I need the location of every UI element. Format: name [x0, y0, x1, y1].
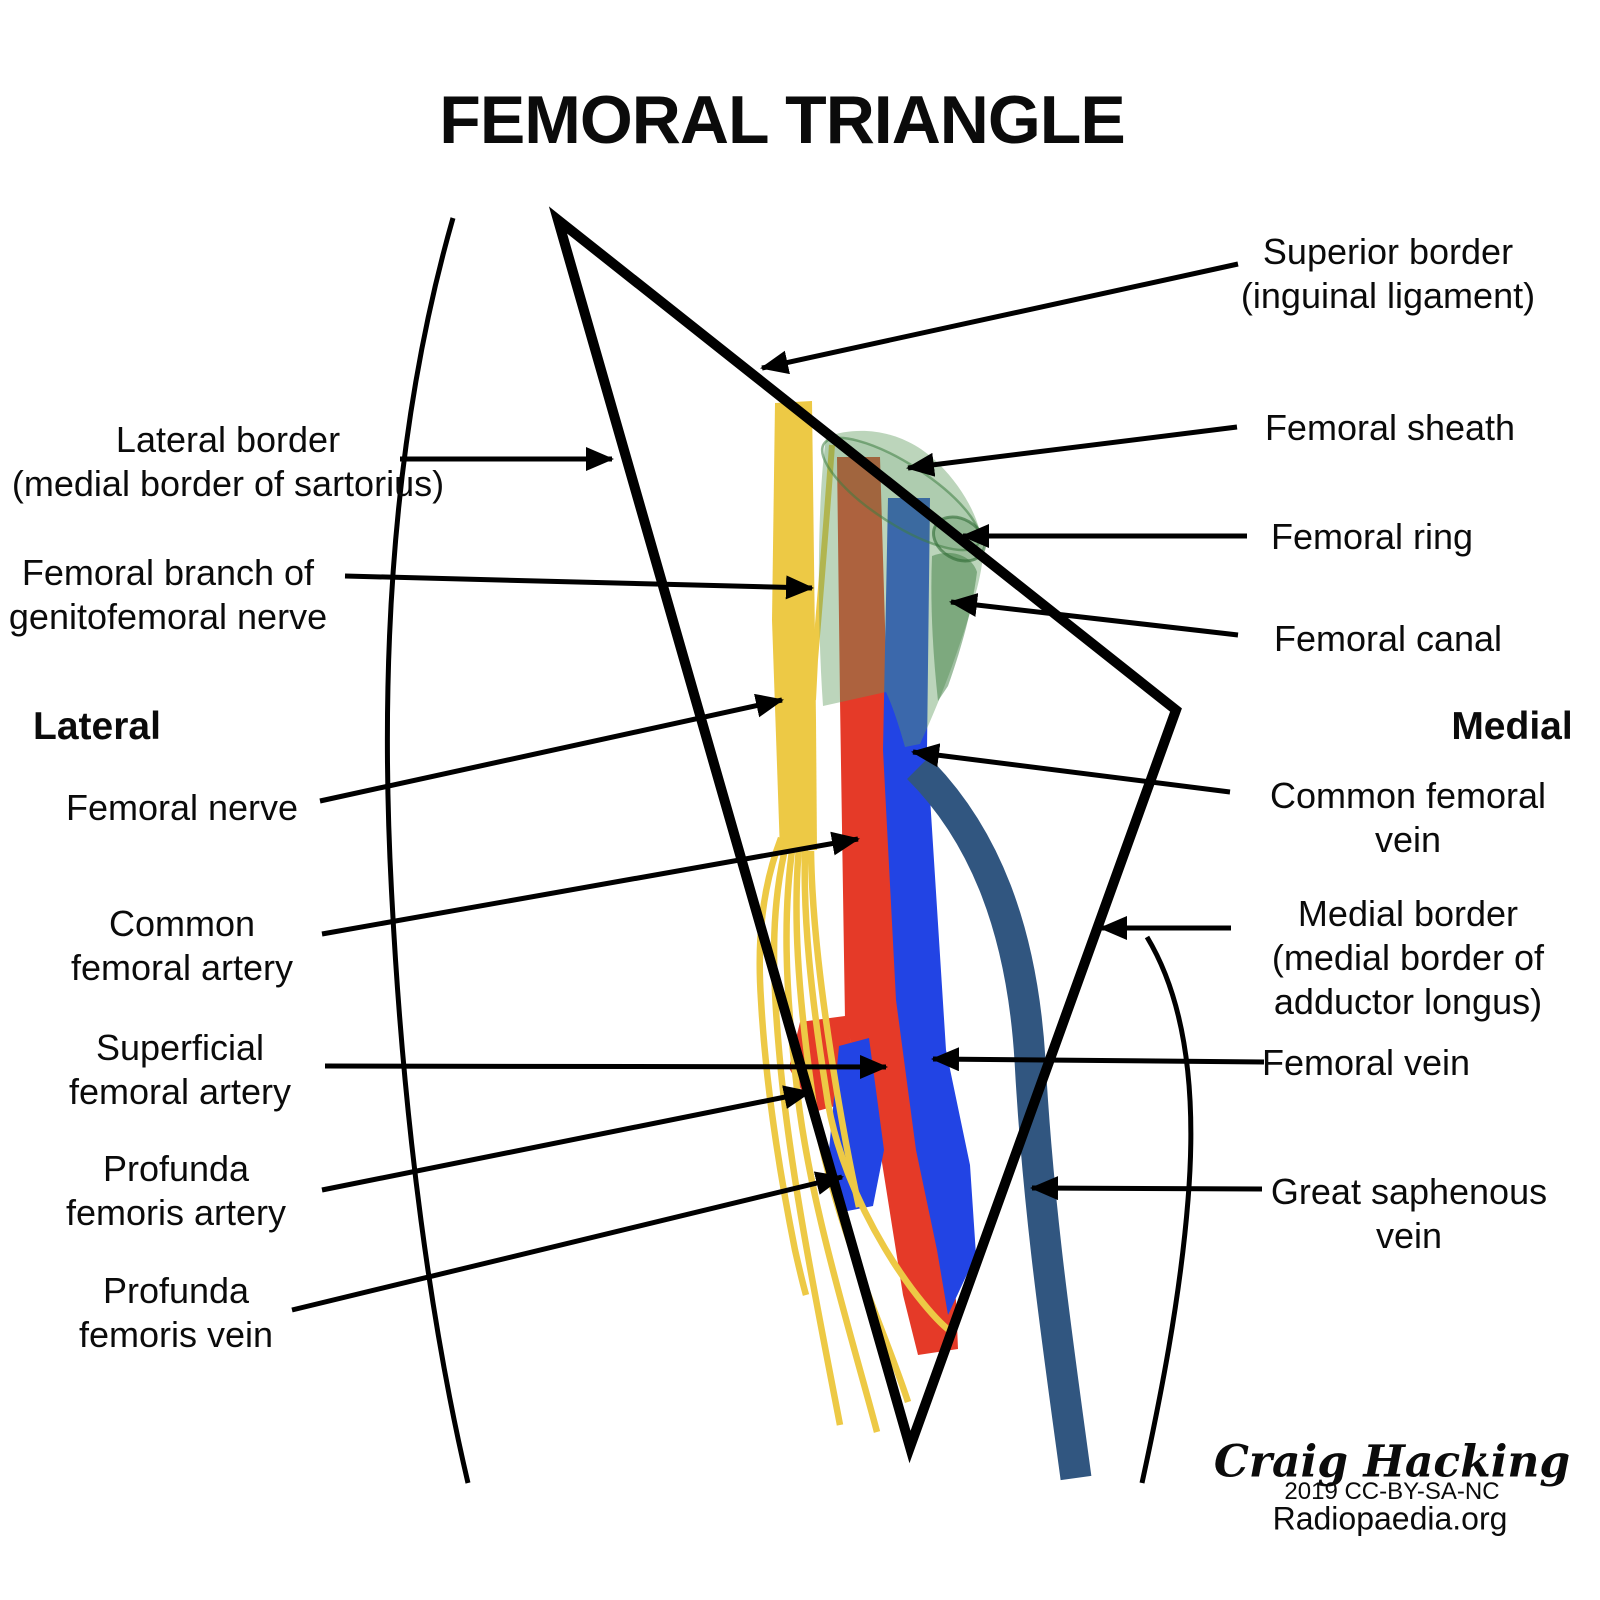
label-superficial-femoral-artery: Superficial femoral artery: [69, 1026, 291, 1114]
label-common-femoral-vein: Common femoral vein: [1270, 774, 1546, 862]
label-line: Profunda: [102, 1148, 250, 1189]
leader-femoral-canal: [949, 593, 1239, 638]
label-line: Femoral vein: [1261, 1042, 1471, 1083]
leader-common-femoral-artery: [321, 831, 860, 937]
label-line: Medial border: [1297, 893, 1519, 934]
label-line: Femoral nerve: [65, 787, 299, 828]
label-lateral-border: Lateral border (medial border of sartori…: [12, 418, 444, 506]
label-femoral-sheath: Femoral sheath: [1265, 406, 1515, 450]
label-line: vein: [1374, 819, 1442, 860]
label-medial-border: Medial border (medial border of adductor…: [1272, 892, 1544, 1024]
label-profunda-femoris-artery: Profunda femoris artery: [66, 1147, 286, 1235]
femoral-sheath-group: [818, 430, 986, 747]
label-line: Femoral branch of: [21, 552, 315, 593]
label-great-saphenous-vein: Great saphenous vein: [1271, 1170, 1547, 1258]
label-line: Superficial: [95, 1027, 265, 1068]
label-line: (inguinal ligament): [1240, 275, 1536, 316]
author-signature: Craig Hacking: [1213, 1436, 1571, 1488]
label-genitofemoral-branch: Femoral branch of genitofemoral nerve: [9, 551, 327, 639]
label-profunda-femoris-vein: Profunda femoris vein: [79, 1269, 273, 1357]
label-line: adductor longus): [1273, 981, 1543, 1022]
label-line: Femoral canal: [1273, 618, 1503, 659]
nerve-branch: [770, 840, 844, 1426]
label-line: Femoral sheath: [1264, 407, 1516, 448]
label-superior-border: Superior border (inguinal ligament): [1241, 230, 1535, 318]
label-femoral-canal: Femoral canal: [1274, 617, 1502, 661]
nerve-branch: [801, 848, 955, 1336]
label-line: Superior border: [1262, 231, 1514, 272]
leader-femoral-vein: [931, 1047, 1265, 1072]
femoral-nerve-band: [772, 401, 817, 852]
site-text: Radiopaedia.org: [1272, 1500, 1508, 1537]
label-line: femoral artery: [68, 1071, 292, 1112]
triangle-outline: [548, 206, 1182, 1464]
leader-great-saphenous-vein: [1030, 1176, 1263, 1201]
side-label-medial: Medial: [1451, 705, 1573, 748]
femoral-vein-band: [883, 498, 976, 1315]
leader-superficial-femoral-artery: [324, 1054, 888, 1079]
leader-lines: [291, 261, 1265, 1313]
leader-genitofemoral-branch: [344, 573, 814, 600]
label-line: femoris vein: [78, 1314, 274, 1355]
leader-profunda-femoris-artery: [321, 1085, 812, 1193]
thigh-outline-left: [384, 217, 471, 1484]
leader-superior-border: [760, 261, 1239, 375]
side-label-lateral: Lateral: [33, 705, 161, 748]
leader-profunda-femoris-vein: [291, 1171, 844, 1313]
label-femoral-nerve: Femoral nerve: [66, 786, 298, 830]
license-text: 2019 CC-BY-SA-NC: [1284, 1478, 1500, 1505]
common-femoral-artery-band: [837, 457, 958, 1355]
page-title: FEMORAL TRIANGLE: [439, 82, 1125, 158]
label-line: Profunda: [102, 1270, 250, 1311]
label-common-femoral-artery: Common femoral artery: [71, 902, 293, 990]
label-line: Great saphenous: [1270, 1171, 1548, 1212]
label-line: femoral artery: [70, 947, 294, 988]
label-line: vein: [1375, 1215, 1443, 1256]
label-line: genitofemoral nerve: [8, 596, 328, 637]
leader-common-femoral-vein: [911, 743, 1231, 795]
label-line: (medial border of: [1271, 937, 1545, 978]
label-line: (medial border of sartorius): [11, 463, 445, 504]
label-line: Common: [108, 903, 256, 944]
leader-femoral-nerve: [319, 693, 784, 804]
nerve-branch: [756, 836, 810, 1296]
genitofemoral-branch-strand: [810, 444, 835, 701]
label-line: femoris artery: [65, 1192, 287, 1233]
label-line: Common femoral: [1269, 775, 1547, 816]
femoral-canal-shape: [931, 552, 977, 701]
leader-femoral-sheath: [906, 424, 1238, 477]
label-femoral-vein: Femoral vein: [1262, 1041, 1470, 1085]
label-line: Femoral ring: [1270, 516, 1474, 557]
label-line: Lateral border: [115, 419, 341, 460]
label-femoral-ring: Femoral ring: [1271, 515, 1473, 559]
thigh-outline-right: [1139, 935, 1194, 1484]
